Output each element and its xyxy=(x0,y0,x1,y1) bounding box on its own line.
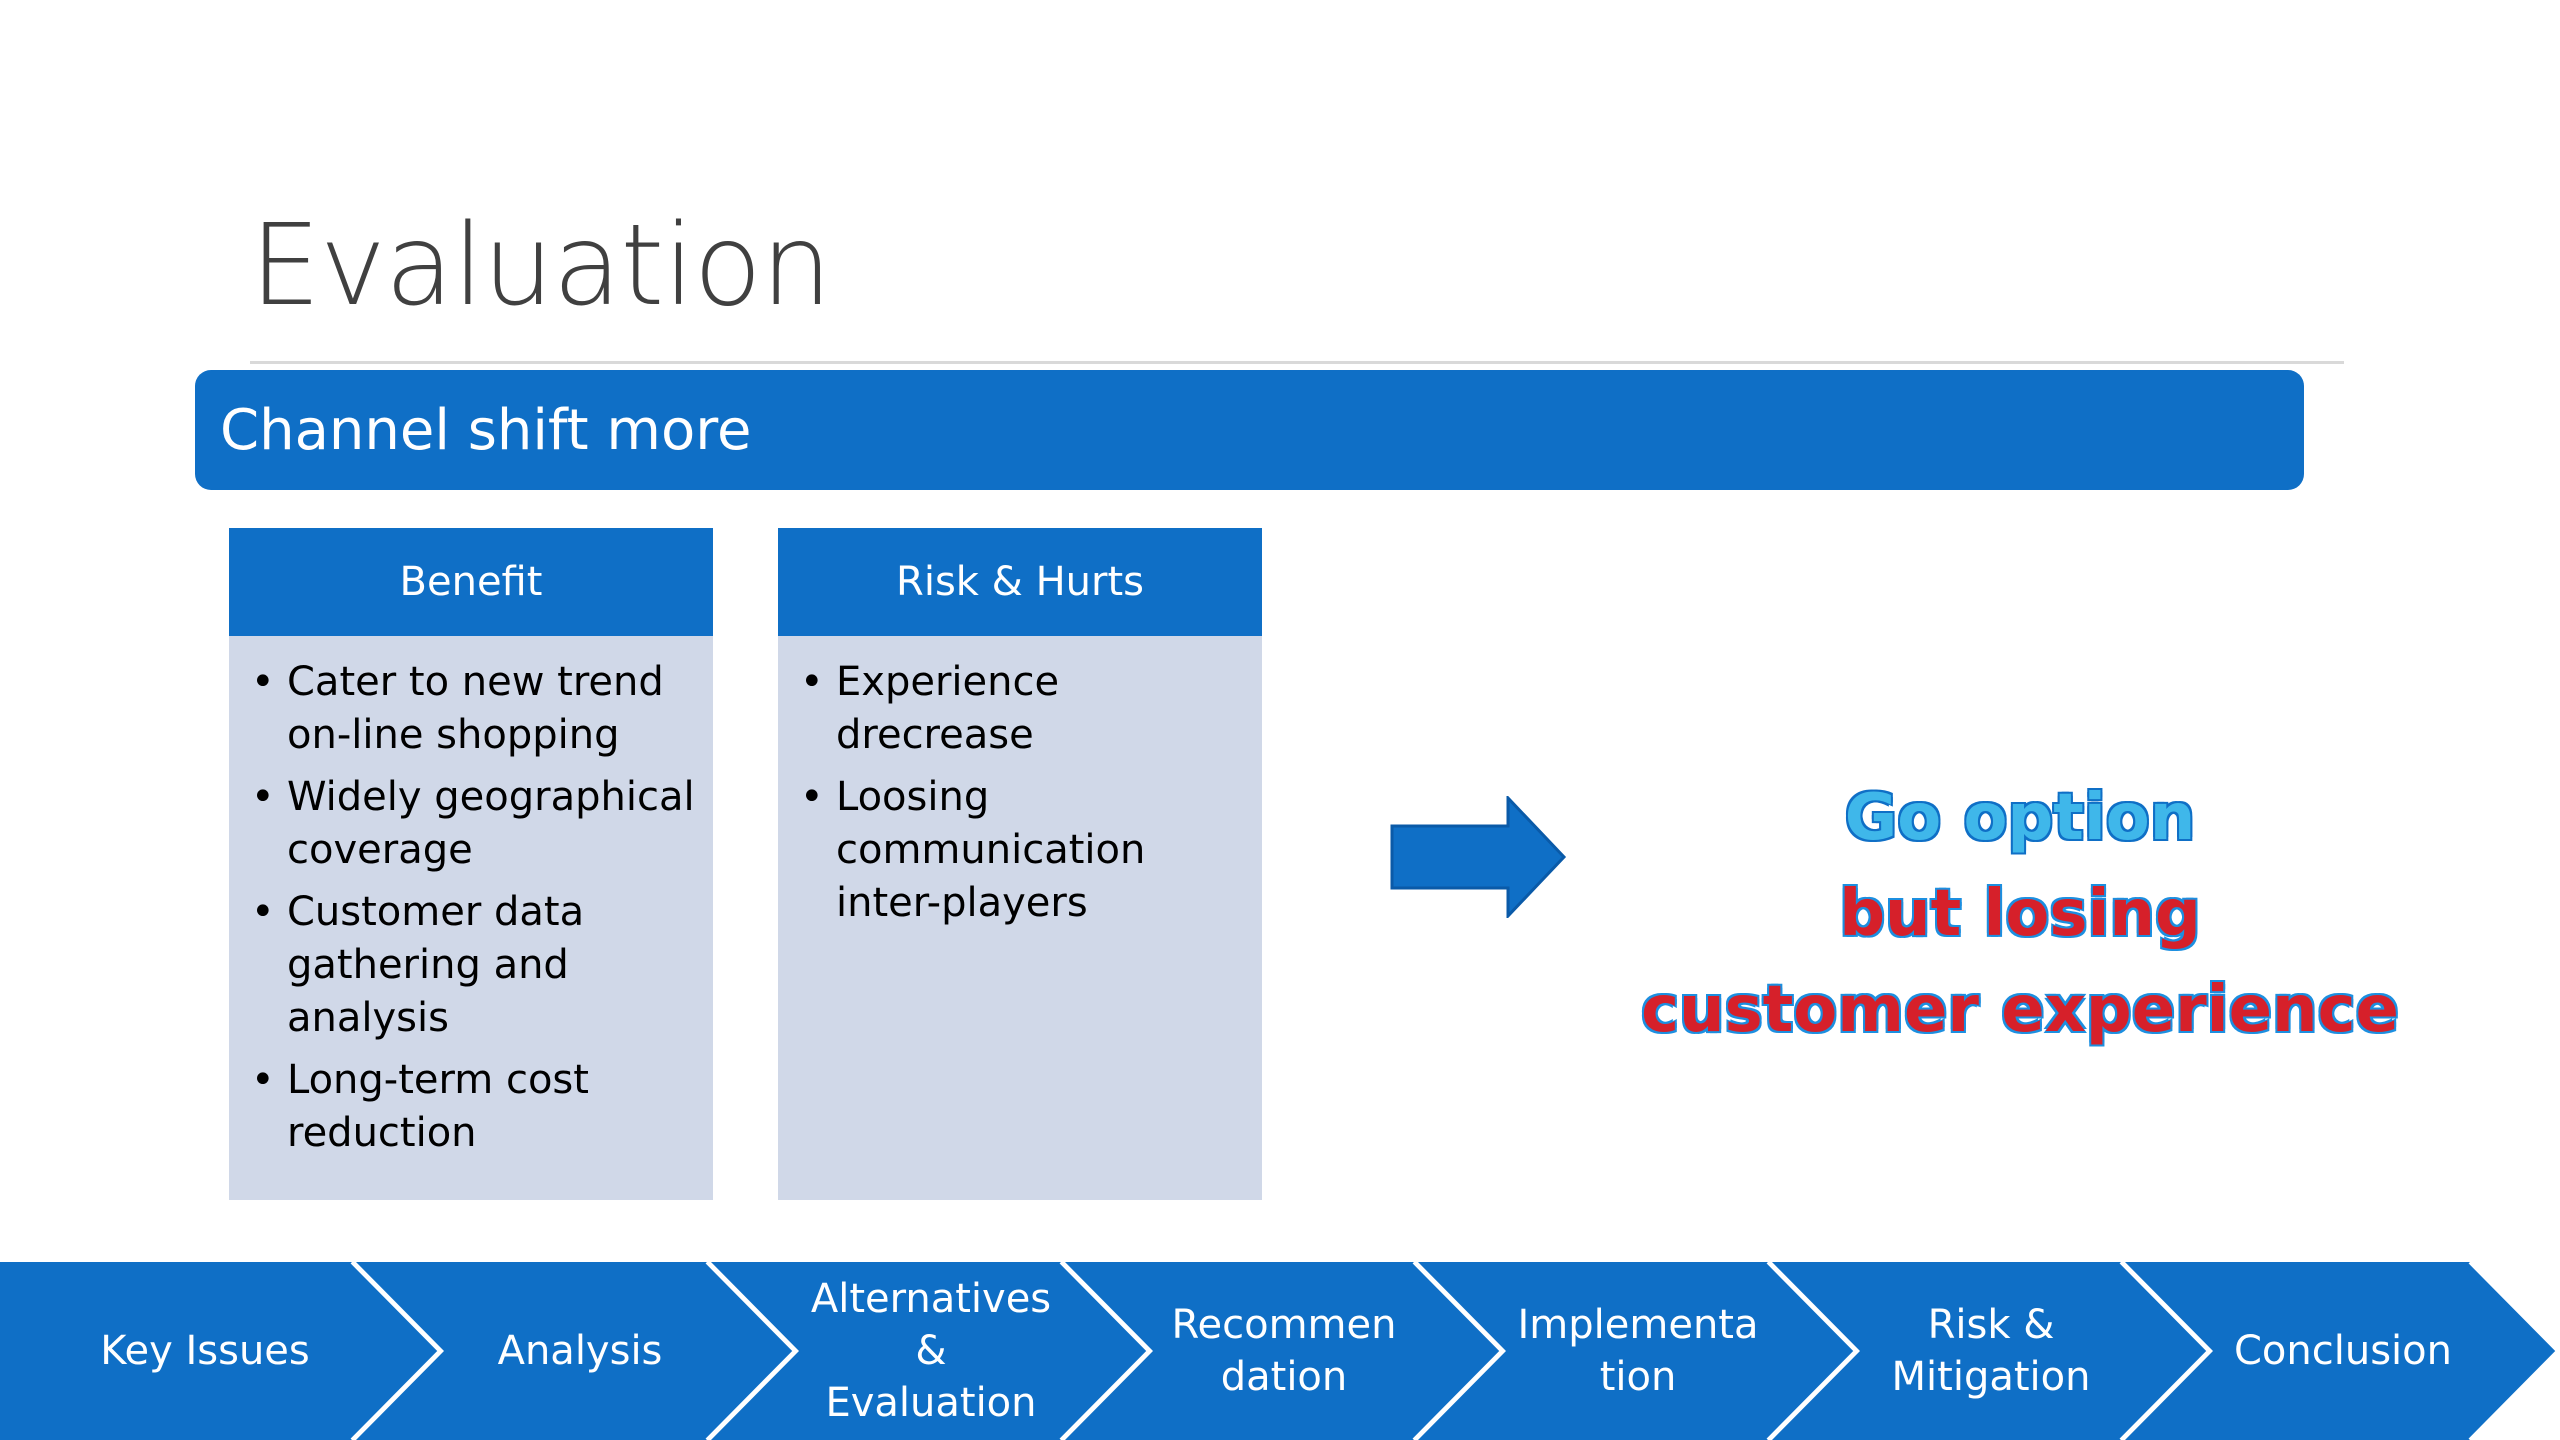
verdict-line-2: but losing xyxy=(1839,877,2201,951)
step-implementation[interactable]: Implementa tion xyxy=(1517,1302,1759,1400)
list-item: Cater to new trend on-line shopping xyxy=(251,656,703,762)
step-risk-mitigation[interactable]: Risk & Mitigation xyxy=(1891,1302,2091,1400)
risk-list: Experience drecrease Loosing communicati… xyxy=(778,636,1262,930)
list-item: Widely geographical coverage xyxy=(251,771,703,877)
benefit-card: Benefit Cater to new trend on-line shopp… xyxy=(229,528,713,1200)
process-chevrons xyxy=(0,1262,2560,1440)
list-item: Customer data gathering and analysis xyxy=(251,886,703,1045)
title-divider xyxy=(250,361,2344,364)
verdict-line-3: customer experience xyxy=(1641,973,2399,1047)
banner-label: Channel shift more xyxy=(220,397,752,463)
step-key-issues[interactable]: Key Issues xyxy=(100,1328,310,1374)
list-item: Loosing communication inter-players xyxy=(800,771,1252,930)
risk-header: Risk & Hurts xyxy=(778,528,1262,636)
step-alternatives-evaluation[interactable]: Alternatives & Evaluation xyxy=(810,1276,1052,1426)
benefit-list: Cater to new trend on-line shopping Wide… xyxy=(229,636,713,1160)
list-item: Long-term cost reduction xyxy=(251,1054,703,1160)
risk-card: Risk & Hurts Experience drecrease Loosin… xyxy=(778,528,1262,1200)
verdict-text: Go option but losing customer experience xyxy=(1640,770,2400,1058)
benefit-header: Benefit xyxy=(229,528,713,636)
list-item: Experience drecrease xyxy=(800,656,1252,762)
step-recommendation[interactable]: Recommen dation xyxy=(1171,1302,1397,1400)
right-arrow-icon xyxy=(1390,796,1567,918)
page-title: Evaluation xyxy=(250,201,832,331)
step-analysis[interactable]: Analysis xyxy=(497,1328,663,1374)
section-banner: Channel shift more xyxy=(195,370,2304,490)
step-conclusion[interactable]: Conclusion xyxy=(2234,1328,2452,1374)
process-navigation: Key Issues Analysis Alternatives & Evalu… xyxy=(0,1262,2560,1440)
verdict-line-1: Go option xyxy=(1844,781,2196,855)
